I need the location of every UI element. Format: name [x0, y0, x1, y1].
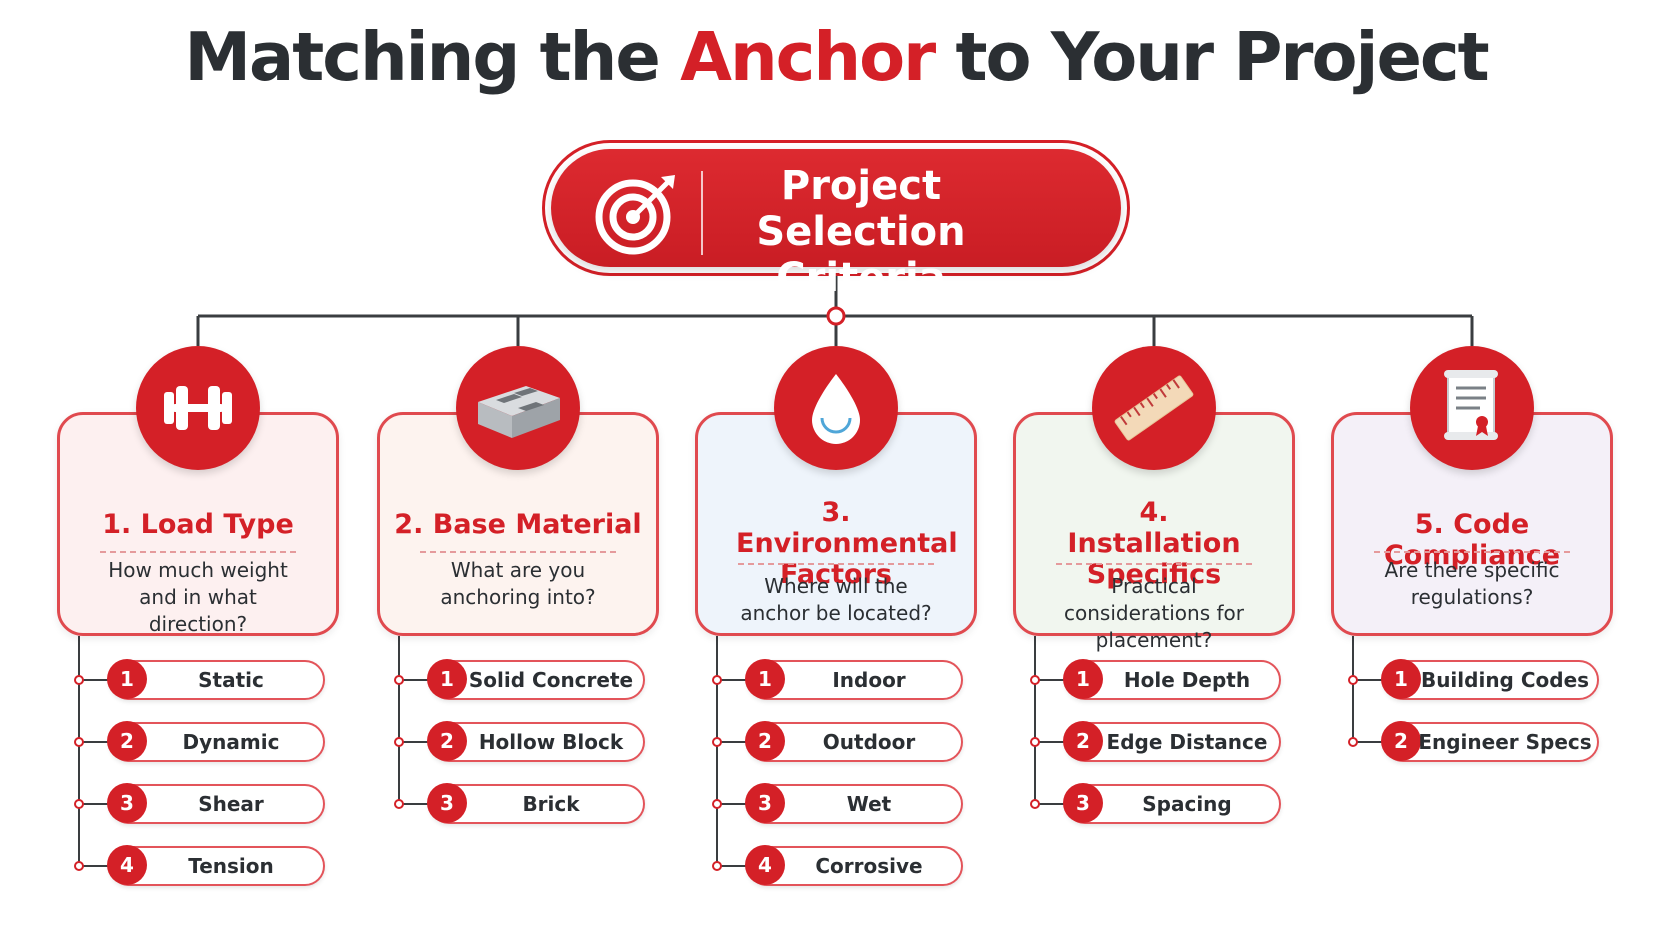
item-number-badge: 2 [107, 721, 147, 761]
category-divider [420, 551, 616, 553]
ruler-icon [1114, 375, 1194, 441]
category-title: 1. Load Type [102, 509, 294, 540]
item-node [74, 861, 84, 871]
item-label: Corrosive [815, 854, 923, 878]
item-label: Tension [188, 854, 274, 878]
category-question: What are you anchoring into? [440, 558, 596, 609]
category-icon-badge [774, 346, 898, 470]
junction-node [826, 306, 846, 326]
title-highlight: Anchor [680, 18, 936, 96]
item-number-badge: 2 [745, 721, 785, 761]
criteria-item: 2 Dynamic [107, 721, 325, 762]
title-part-2: to Your Project [934, 18, 1489, 96]
category-divider [738, 563, 934, 565]
category-icon-badge [136, 346, 260, 470]
item-number-badge: 2 [1063, 721, 1103, 761]
hub-box: Project Selection Criteria [542, 140, 1130, 301]
item-number-badge: 3 [107, 783, 147, 823]
title-part-1: Matching the [184, 18, 681, 96]
certificate-scroll-icon [1444, 370, 1498, 440]
item-label: Static [198, 668, 264, 692]
dumbbell-icon [164, 386, 232, 430]
criteria-item: 2 Outdoor [745, 721, 963, 762]
criteria-item: 4 Tension [107, 845, 325, 886]
item-node [1030, 675, 1040, 685]
item-number-badge: 2 [1381, 721, 1421, 761]
item-node [74, 737, 84, 747]
category-divider [1374, 551, 1570, 553]
criteria-item: 4 Corrosive [745, 845, 963, 886]
item-node [394, 799, 404, 809]
category-icon-badge [456, 346, 580, 470]
item-number-badge: 1 [107, 659, 147, 699]
item-node [394, 675, 404, 685]
category-question: Where will the anchor be located? [740, 574, 932, 625]
criteria-item: 1 Hole Depth [1063, 659, 1281, 700]
criteria-item: 2 Hollow Block [427, 721, 645, 762]
item-label: Building Codes [1420, 668, 1590, 692]
page-title: Matching the Anchor to Your Project [0, 18, 1672, 96]
item-label: Edge Distance [1106, 730, 1268, 754]
item-label: Hollow Block [478, 730, 624, 754]
criteria-item: 3 Brick [427, 783, 645, 824]
item-node [1030, 799, 1040, 809]
item-number-badge: 4 [745, 845, 785, 885]
item-label: Hole Depth [1123, 668, 1251, 692]
criteria-item: 3 Shear [107, 783, 325, 824]
item-label: Solid Concrete [468, 668, 634, 692]
category-divider [100, 551, 296, 553]
item-node [394, 737, 404, 747]
criteria-item: 1 Static [107, 659, 325, 700]
item-label: Shear [198, 792, 264, 816]
item-label: Wet [846, 792, 892, 816]
item-label: Spacing [1142, 792, 1232, 816]
item-node [74, 799, 84, 809]
criteria-item: 3 Spacing [1063, 783, 1281, 824]
item-number-badge: 1 [427, 659, 467, 699]
target-icon [595, 175, 675, 255]
item-node [712, 861, 722, 871]
item-number-badge: 3 [1063, 783, 1103, 823]
item-number-badge: 1 [1381, 659, 1421, 699]
item-label: Dynamic [182, 730, 280, 754]
category-title: 5. Code Compliance [1383, 509, 1561, 571]
item-number-badge: 4 [107, 845, 147, 885]
category-divider [1056, 563, 1252, 565]
item-number-badge: 3 [427, 783, 467, 823]
criteria-item: 1 Indoor [745, 659, 963, 700]
category-question: Practical considerations for placement? [1064, 574, 1244, 652]
item-node [1030, 737, 1040, 747]
category-question: How much weight and in what direction? [108, 558, 288, 636]
item-node [1348, 737, 1358, 747]
item-number-badge: 1 [1063, 659, 1103, 699]
item-label: Brick [522, 792, 580, 816]
category-question: Are there specific regulations? [1384, 558, 1560, 609]
water-drop-icon [812, 374, 860, 444]
hub-label: Project Selection Criteria [756, 163, 966, 301]
item-label: Engineer Specs [1418, 730, 1592, 754]
category-icon-badge [1410, 346, 1534, 470]
item-node [712, 675, 722, 685]
hub-divider [701, 171, 703, 255]
criteria-item: 3 Wet [745, 783, 963, 824]
item-node [74, 675, 84, 685]
item-number-badge: 2 [427, 721, 467, 761]
item-number-badge: 3 [745, 783, 785, 823]
item-label: Outdoor [822, 730, 916, 754]
item-label: Indoor [832, 668, 906, 692]
item-number-badge: 1 [745, 659, 785, 699]
category-icon-badge [1092, 346, 1216, 470]
category-title: 2. Base Material [394, 509, 642, 540]
cinder-block-icon [478, 386, 560, 438]
item-node [712, 737, 722, 747]
item-node [712, 799, 722, 809]
item-node [1348, 675, 1358, 685]
